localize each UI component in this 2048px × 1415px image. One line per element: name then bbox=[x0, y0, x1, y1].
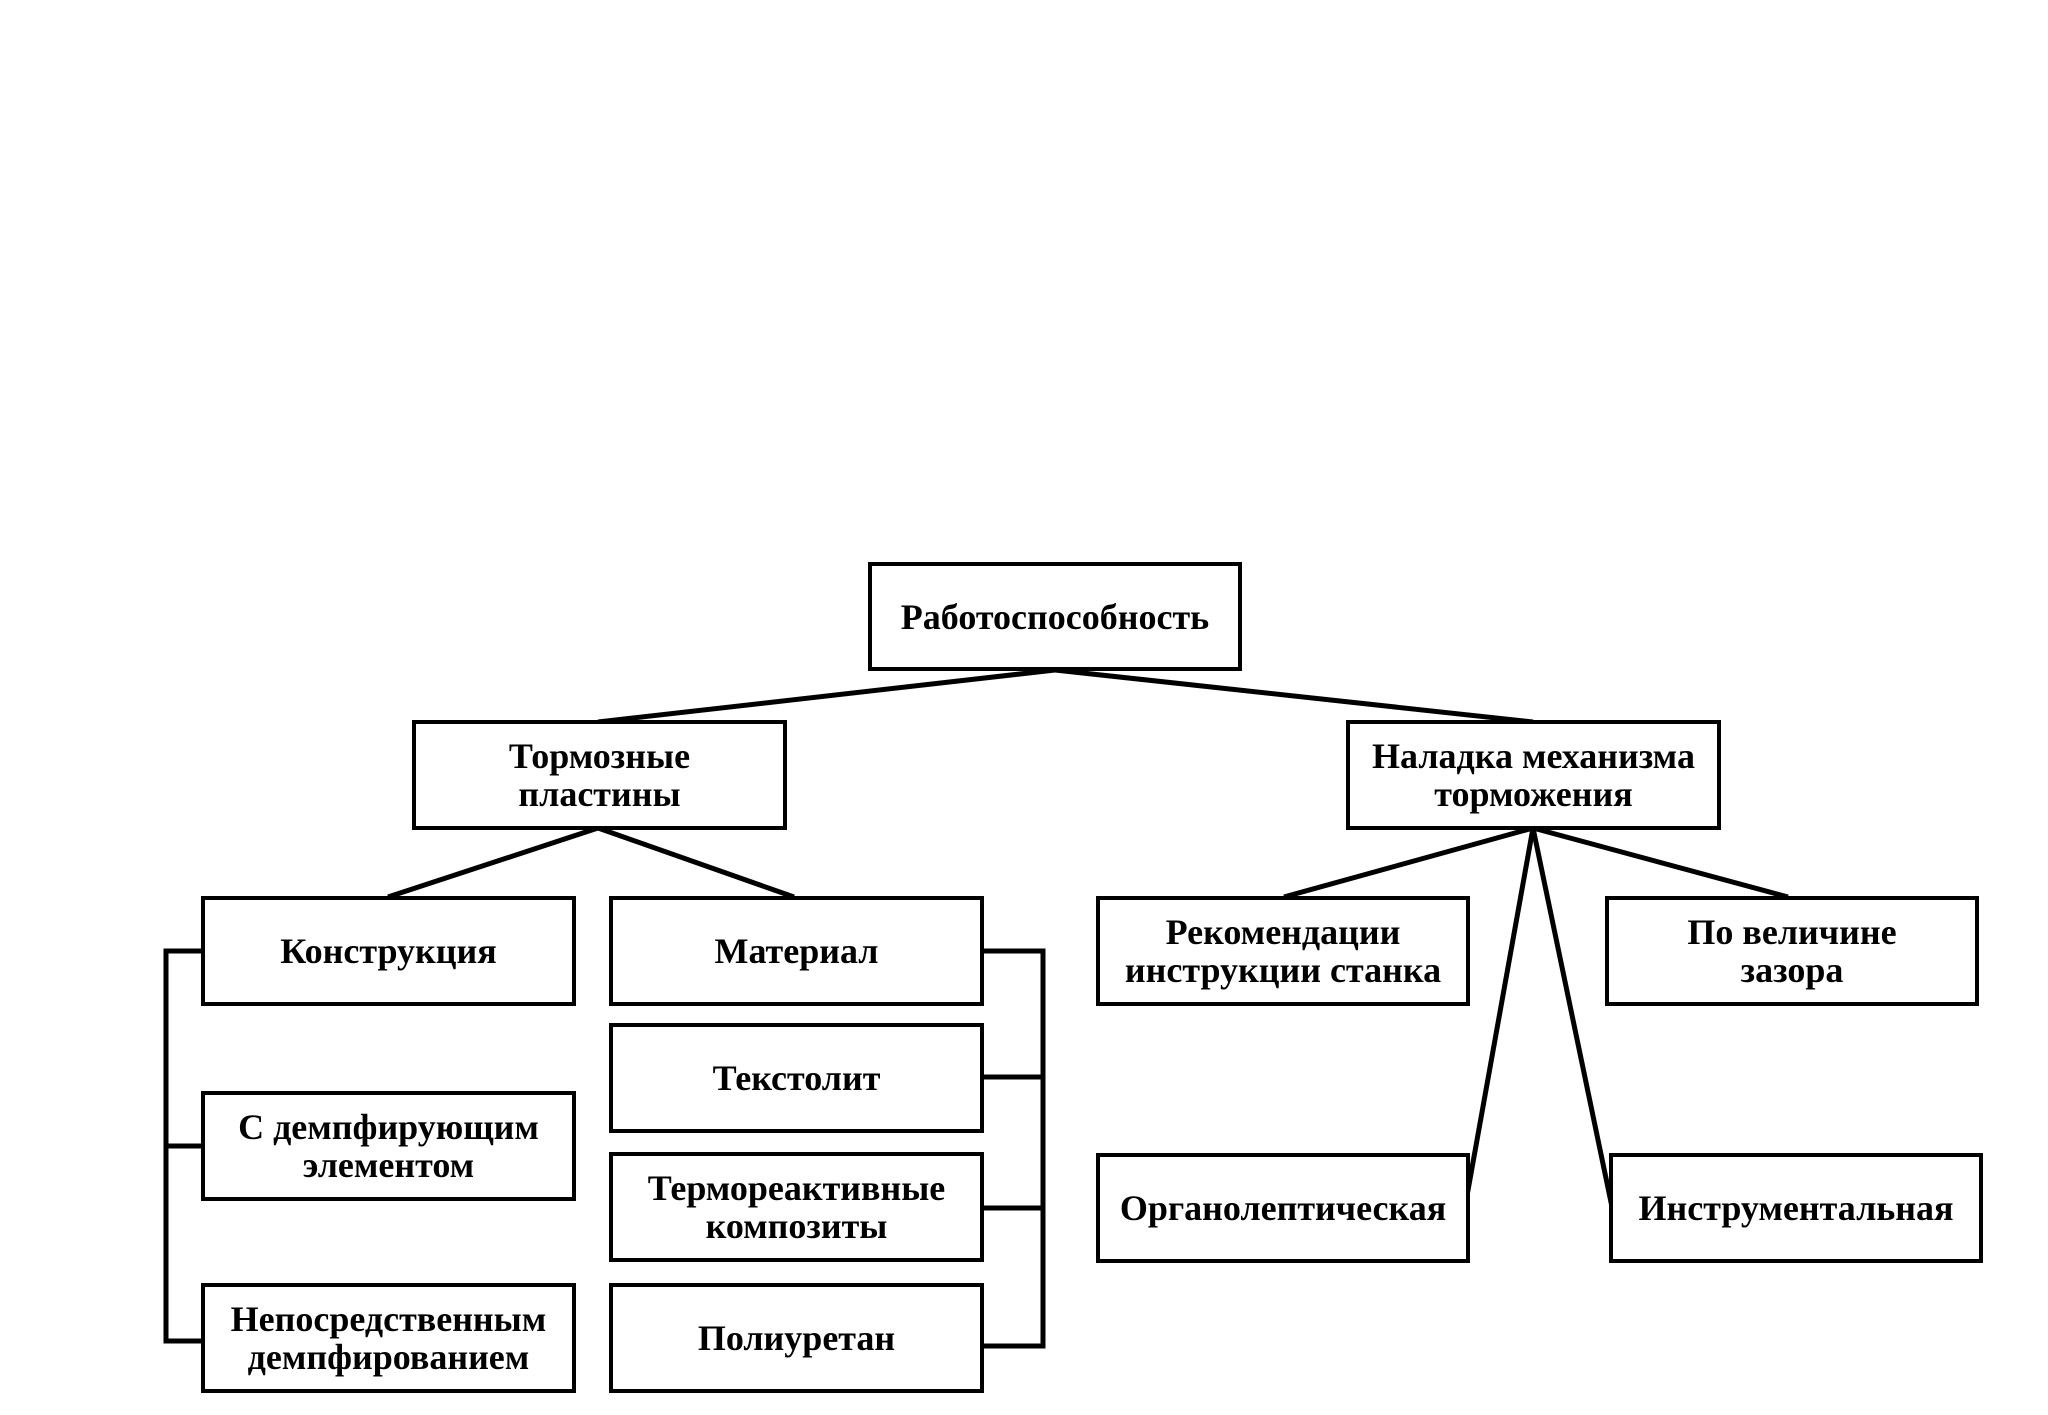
node-plates: Тормозные пластины bbox=[412, 720, 787, 830]
bracket-material-group bbox=[982, 948, 1046, 1349]
edge-plates-construction bbox=[387, 825, 599, 900]
edge-adjustment-gap bbox=[1532, 825, 1789, 900]
edge-adjustment-instrumental bbox=[1530, 827, 1615, 1208]
node-adjustment: Наладка механизма торможения bbox=[1346, 720, 1721, 830]
node-root: Работоспособность bbox=[868, 562, 1242, 671]
edge-root-adjustment bbox=[1054, 667, 1534, 725]
edge-adjustment-recommendations bbox=[1283, 825, 1534, 900]
node-material: Материал bbox=[609, 896, 984, 1006]
edge-root-plates bbox=[597, 667, 1056, 725]
edge-adjustment-organoleptic bbox=[1462, 827, 1536, 1208]
node-direct-damping: Непосредственным демпфированием bbox=[201, 1283, 576, 1393]
node-textolite: Текстолит bbox=[609, 1023, 984, 1133]
node-thermoset: Термореактивные композиты bbox=[609, 1152, 984, 1262]
node-instrumental: Инструментальная bbox=[1609, 1153, 1983, 1263]
edge-plates-material bbox=[597, 825, 795, 900]
node-construction: Конструкция bbox=[201, 896, 576, 1006]
node-gap-value: По величине зазора bbox=[1605, 896, 1979, 1006]
node-damping-element: С демпфирующим элементом bbox=[201, 1091, 576, 1201]
node-organoleptic: Органолептическая bbox=[1096, 1153, 1470, 1263]
node-recommendations: Рекомендации инструкции станка bbox=[1096, 896, 1470, 1006]
node-polyurethane: Полиуретан bbox=[609, 1283, 984, 1393]
